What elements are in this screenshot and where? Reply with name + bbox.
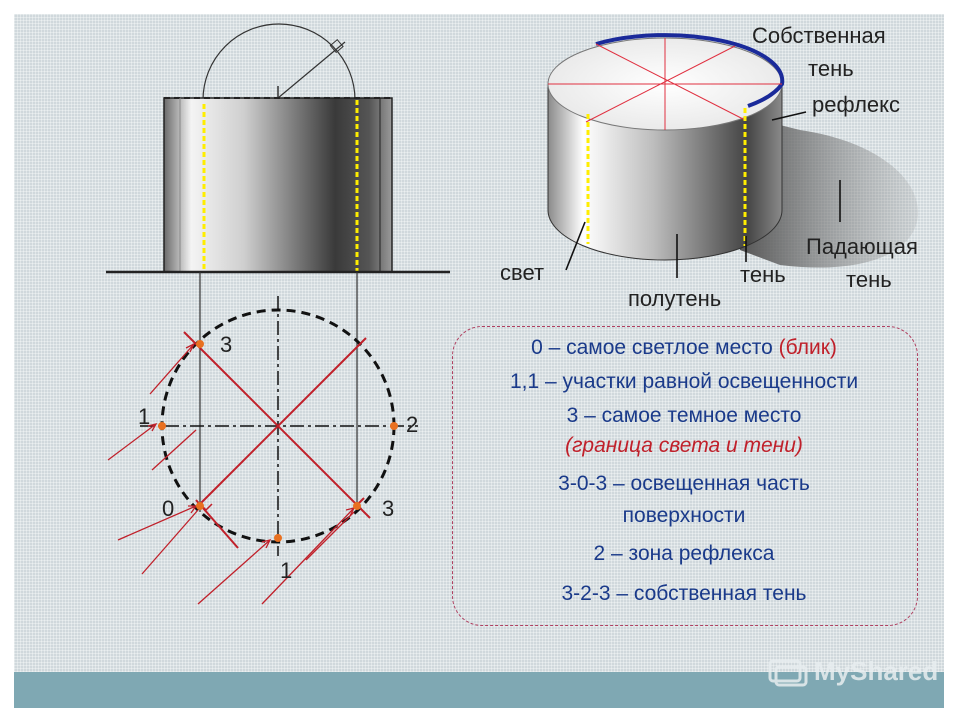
cast-shadow	[740, 115, 919, 268]
label-cast-shadow: Падающая	[806, 234, 918, 259]
label-0: 0	[162, 496, 174, 521]
label-2: 2	[406, 412, 418, 437]
right-angle-mark	[329, 39, 344, 54]
myshared-logo: MyShared	[768, 656, 938, 687]
legend-text-red: (блик)	[778, 336, 837, 359]
logo-text: MyShared	[814, 656, 939, 686]
legend-line-3: 3 – самое темное место	[566, 404, 802, 427]
label-1-left: 1	[138, 404, 150, 429]
label-reflex: рефлекс	[812, 92, 900, 117]
plan-view: 3 1 2 0 3 1	[107, 296, 418, 605]
point-3-top	[196, 340, 204, 348]
logo-icon	[768, 659, 808, 686]
point-1-bottom	[274, 534, 282, 542]
cylinder-side	[547, 83, 783, 261]
label-own-shadow: Собственная	[752, 23, 886, 48]
point-0	[196, 502, 204, 510]
construction-line	[277, 41, 346, 99]
legend-box	[452, 326, 918, 626]
front-view	[106, 23, 450, 512]
diagonal-line	[199, 337, 367, 505]
own-shadow-edge	[595, 33, 785, 108]
legend-line-6: поверхности	[622, 504, 746, 527]
point-1-left	[158, 422, 166, 430]
label-shadow: тень	[740, 262, 786, 287]
label-light: свет	[500, 260, 544, 285]
legend-line-4: (граница света и тени)	[565, 434, 803, 457]
diagonal-line	[183, 331, 371, 519]
label-cast-shadow-2: тень	[846, 267, 892, 292]
top-construction	[548, 38, 782, 130]
point-2	[390, 422, 398, 430]
legend-line-8: 3-2-3 – собственная тень	[561, 582, 807, 605]
footer-bar	[14, 672, 944, 708]
leader-lines	[565, 111, 841, 278]
label-1-bottom: 1	[280, 558, 292, 583]
label-own-shadow-2: тень	[808, 56, 854, 81]
legend-line-5: 3-0-3 – освещенная часть	[558, 472, 810, 495]
label-3-bottom: 3	[382, 496, 394, 521]
legend-line-1: 0 – самое светлое место (блик)	[452, 336, 916, 360]
legend-line-7: 2 – зона рефлекса	[593, 542, 775, 565]
perspective-cylinder: Собственная тень рефлекс Падающая тень с…	[500, 23, 919, 311]
construction-arc	[202, 23, 356, 101]
label-penumbra: полутень	[628, 286, 721, 311]
legend-text: 0 – самое светлое место	[531, 336, 779, 359]
label-3-top: 3	[220, 332, 232, 357]
point-3-bottom	[353, 502, 361, 510]
legend-line-2: 1,1 – участки равной освещенности	[509, 370, 859, 393]
